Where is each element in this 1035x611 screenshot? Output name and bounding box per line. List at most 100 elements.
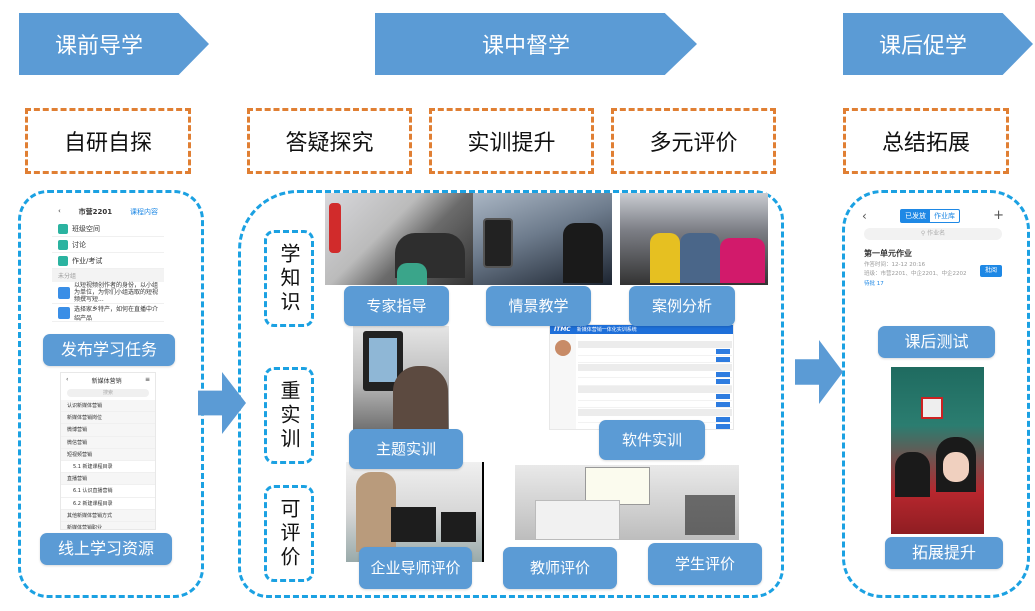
- pill-label: 拓展提升: [911, 543, 976, 563]
- menu-item[interactable]: 作业/考试: [52, 253, 164, 269]
- course-content-link[interactable]: 课程内容: [129, 208, 158, 216]
- software-practice-pill: 软件实训: [599, 420, 705, 460]
- chapter-item[interactable]: 6.1 认识直播营销: [61, 485, 155, 498]
- search-input[interactable]: ⚲ 作业名: [864, 228, 1002, 240]
- arrow-right-icon: [795, 340, 843, 404]
- case-analysis-pill: 案例分析: [629, 286, 735, 326]
- photo-teacher-evaluation: [515, 465, 739, 540]
- start-button[interactable]: [716, 401, 730, 407]
- software-logo: ITMC: [554, 326, 571, 333]
- menu-icon[interactable]: ≡: [144, 376, 150, 383]
- task-row[interactable]: [578, 356, 732, 363]
- start-button[interactable]: [716, 356, 730, 362]
- tab-library[interactable]: 作业库: [933, 211, 955, 220]
- side-label-text: 可评价: [277, 497, 301, 570]
- chapter-label: 5.1 新建课程目录: [73, 464, 113, 471]
- start-button[interactable]: [716, 416, 730, 422]
- task-row[interactable]: [578, 394, 732, 401]
- chapter-item[interactable]: 认识新媒体营销: [61, 400, 155, 413]
- search-input[interactable]: 搜索: [67, 389, 149, 397]
- software-title: 新媒体营销一体化实训系统: [576, 327, 637, 333]
- stage-self-study: 自研自探: [25, 108, 191, 174]
- start-button[interactable]: [716, 379, 730, 384]
- phone-title: 市营2201: [78, 208, 113, 216]
- search-placeholder: 作业名: [927, 230, 946, 237]
- task-row[interactable]: [578, 424, 732, 429]
- online-resource-pill: 线上学习资源: [40, 533, 172, 565]
- chapter-label: 认识新媒体营销: [67, 403, 103, 410]
- space-icon: [58, 223, 68, 234]
- stage-summary: 总结拓展: [843, 108, 1009, 174]
- section-header: 未分组: [52, 269, 164, 282]
- homework-time: 作答时间：12-12 20:16: [864, 262, 926, 268]
- chapter-item[interactable]: 微博营销: [61, 424, 155, 437]
- add-icon[interactable]: +: [993, 208, 1004, 223]
- post-item[interactable]: 选择家乡特产，如何在直播中介绍产品: [52, 304, 164, 322]
- back-icon[interactable]: ‹: [66, 376, 69, 383]
- scenario-teaching-pill: 情景教学: [486, 286, 591, 326]
- post-test-pill: 课后测试: [878, 326, 995, 358]
- start-button[interactable]: [716, 349, 730, 354]
- stage-evaluation: 多元评价: [611, 108, 776, 174]
- pill-label: 企业导师评价: [370, 559, 461, 577]
- homework-icon: [58, 255, 68, 266]
- task-icon: [58, 306, 70, 319]
- task-row[interactable]: [578, 371, 732, 378]
- chapter-item[interactable]: 直播营销: [61, 473, 155, 486]
- chapter-item[interactable]: 新媒体营销岗位: [61, 412, 155, 425]
- menu-item[interactable]: 班级空间: [52, 221, 164, 237]
- chapter-label: 6.1 认识直播营销: [73, 488, 113, 495]
- homework-title[interactable]: 第一单元作业: [864, 249, 912, 258]
- task-icon: [58, 286, 70, 299]
- menu-item[interactable]: 讨论: [52, 237, 164, 253]
- homework-screenshot: ‹ 已发放 作业库 + ⚲ 作业名 第一单元作业 作答时间：12-12 20:1…: [858, 205, 1008, 305]
- task-group-header: [578, 363, 732, 371]
- stage-label: 自研自探: [63, 131, 152, 156]
- chapter-item[interactable]: 新媒体营销职业: [61, 521, 155, 529]
- region-in-class: [238, 190, 784, 598]
- tab-issued[interactable]: 已发放: [900, 209, 930, 222]
- student-evaluation-pill: 学生评价: [648, 543, 762, 585]
- photo-expert-guidance: [325, 193, 473, 285]
- phase-label: 课后促学: [878, 34, 967, 59]
- task-group-header: [578, 341, 732, 348]
- pill-label: 案例分析: [651, 297, 712, 315]
- chapter-item[interactable]: 短视频营销: [61, 448, 155, 461]
- software-task-list: [578, 341, 732, 429]
- start-button[interactable]: [716, 394, 730, 399]
- extension-pill: 拓展提升: [885, 537, 1003, 569]
- stage-practice: 实训提升: [429, 108, 594, 174]
- chapter-label: 其他新媒体营销方式: [67, 512, 113, 519]
- stage-label: 多元评价: [649, 131, 738, 156]
- photo-scenario-teaching: [473, 193, 612, 285]
- mentor-evaluation-pill: 企业导师评价: [359, 547, 472, 589]
- pill-label: 教师评价: [529, 559, 590, 577]
- pill-label: 情景教学: [508, 297, 569, 315]
- chapter-item[interactable]: 其他新媒体营销方式: [61, 509, 155, 522]
- phone-title: 新媒体营销: [91, 378, 122, 385]
- start-button[interactable]: [716, 371, 730, 377]
- pending-count: 待批 17: [864, 280, 884, 287]
- menu-item-label: 作业/考试: [72, 256, 103, 265]
- pill-label: 软件实训: [621, 431, 682, 449]
- chapter-item[interactable]: 6.2 新建课程目录: [61, 497, 155, 510]
- side-label-evaluation: 可评价: [264, 485, 314, 582]
- back-icon[interactable]: ‹: [862, 208, 867, 223]
- phone-screenshot-class: ‹ 市营2201 课程内容 班级空间 讨论 作业/考试 未分组 以短视频创作者的…: [52, 203, 164, 341]
- task-row[interactable]: [578, 379, 732, 386]
- task-row[interactable]: [578, 349, 732, 356]
- post-item[interactable]: 以短视频创作者的身份，以小组为单位，为你们小组选取的短视频撰写短...: [52, 282, 164, 304]
- review-button[interactable]: 批阅: [979, 265, 1002, 278]
- start-button[interactable]: [716, 424, 730, 429]
- chapter-label: 微博营销: [67, 427, 88, 434]
- stage-label: 实训提升: [467, 131, 556, 156]
- chapter-item[interactable]: 微信营销: [61, 436, 155, 449]
- pill-label: 学生评价: [674, 555, 735, 573]
- back-icon[interactable]: ‹: [58, 207, 61, 215]
- chapter-item[interactable]: 5.1 新建课程目录: [61, 460, 155, 474]
- pill-label: 课后测试: [904, 332, 969, 352]
- menu-item-label: 讨论: [72, 240, 86, 249]
- task-row[interactable]: [578, 401, 732, 408]
- chapter-label: 新媒体营销岗位: [67, 415, 103, 422]
- homework-classes: 班级：市营2201、中企2201、中企2202: [864, 271, 967, 278]
